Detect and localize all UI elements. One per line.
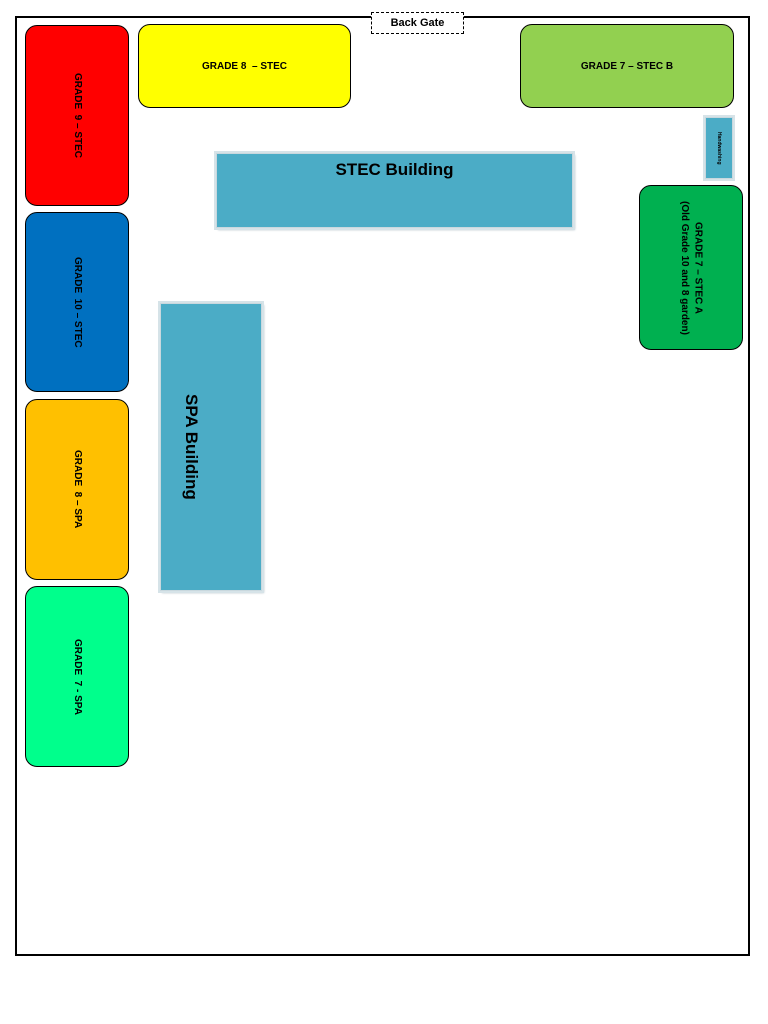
zone-grade8-spa-label: GRADE 8 – SPA: [71, 450, 83, 529]
zone-grade8-stec-label: GRADE 8 – STEC: [201, 60, 288, 72]
stec-building-label: STEC Building: [335, 160, 454, 179]
zone-grade8-stec: GRADE 8 – STEC: [138, 24, 351, 108]
zone-grade7-stec-b-label: GRADE 7 – STEC B: [580, 60, 674, 72]
zone-grade7-spa-label: GRADE 7 - SPA: [71, 638, 83, 715]
zone-grade7-stec-b: GRADE 7 – STEC B: [520, 24, 734, 108]
handwashing-station: Handwashing: [703, 115, 735, 181]
zone-grade8-spa: GRADE 8 – SPA: [25, 399, 129, 580]
zone-grade7-spa: GRADE 7 - SPA: [25, 586, 129, 767]
zone-grade9-stec: GRADE 9 – STEC: [25, 25, 129, 206]
stec-building: STEC Building: [214, 151, 575, 230]
zone-grade10-stec-label: GRADE 10 – STEC: [71, 256, 83, 348]
zone-grade10-stec: GRADE 10 – STEC: [25, 212, 129, 392]
zone-grade7-stec-a: GRADE 7 – STEC A (Old Grade 10 and 8 gar…: [639, 185, 743, 350]
spa-building-label: SPA Building: [182, 394, 201, 500]
spa-building: SPA Building: [158, 301, 264, 593]
back-gate: Back Gate: [371, 12, 464, 34]
handwashing-station-label: Handwashing: [716, 131, 722, 165]
zone-grade9-stec-label: GRADE 9 – STEC: [71, 72, 83, 159]
zone-grade7-stec-a-label: GRADE 7 – STEC A (Old Grade 10 and 8 gar…: [679, 200, 704, 335]
